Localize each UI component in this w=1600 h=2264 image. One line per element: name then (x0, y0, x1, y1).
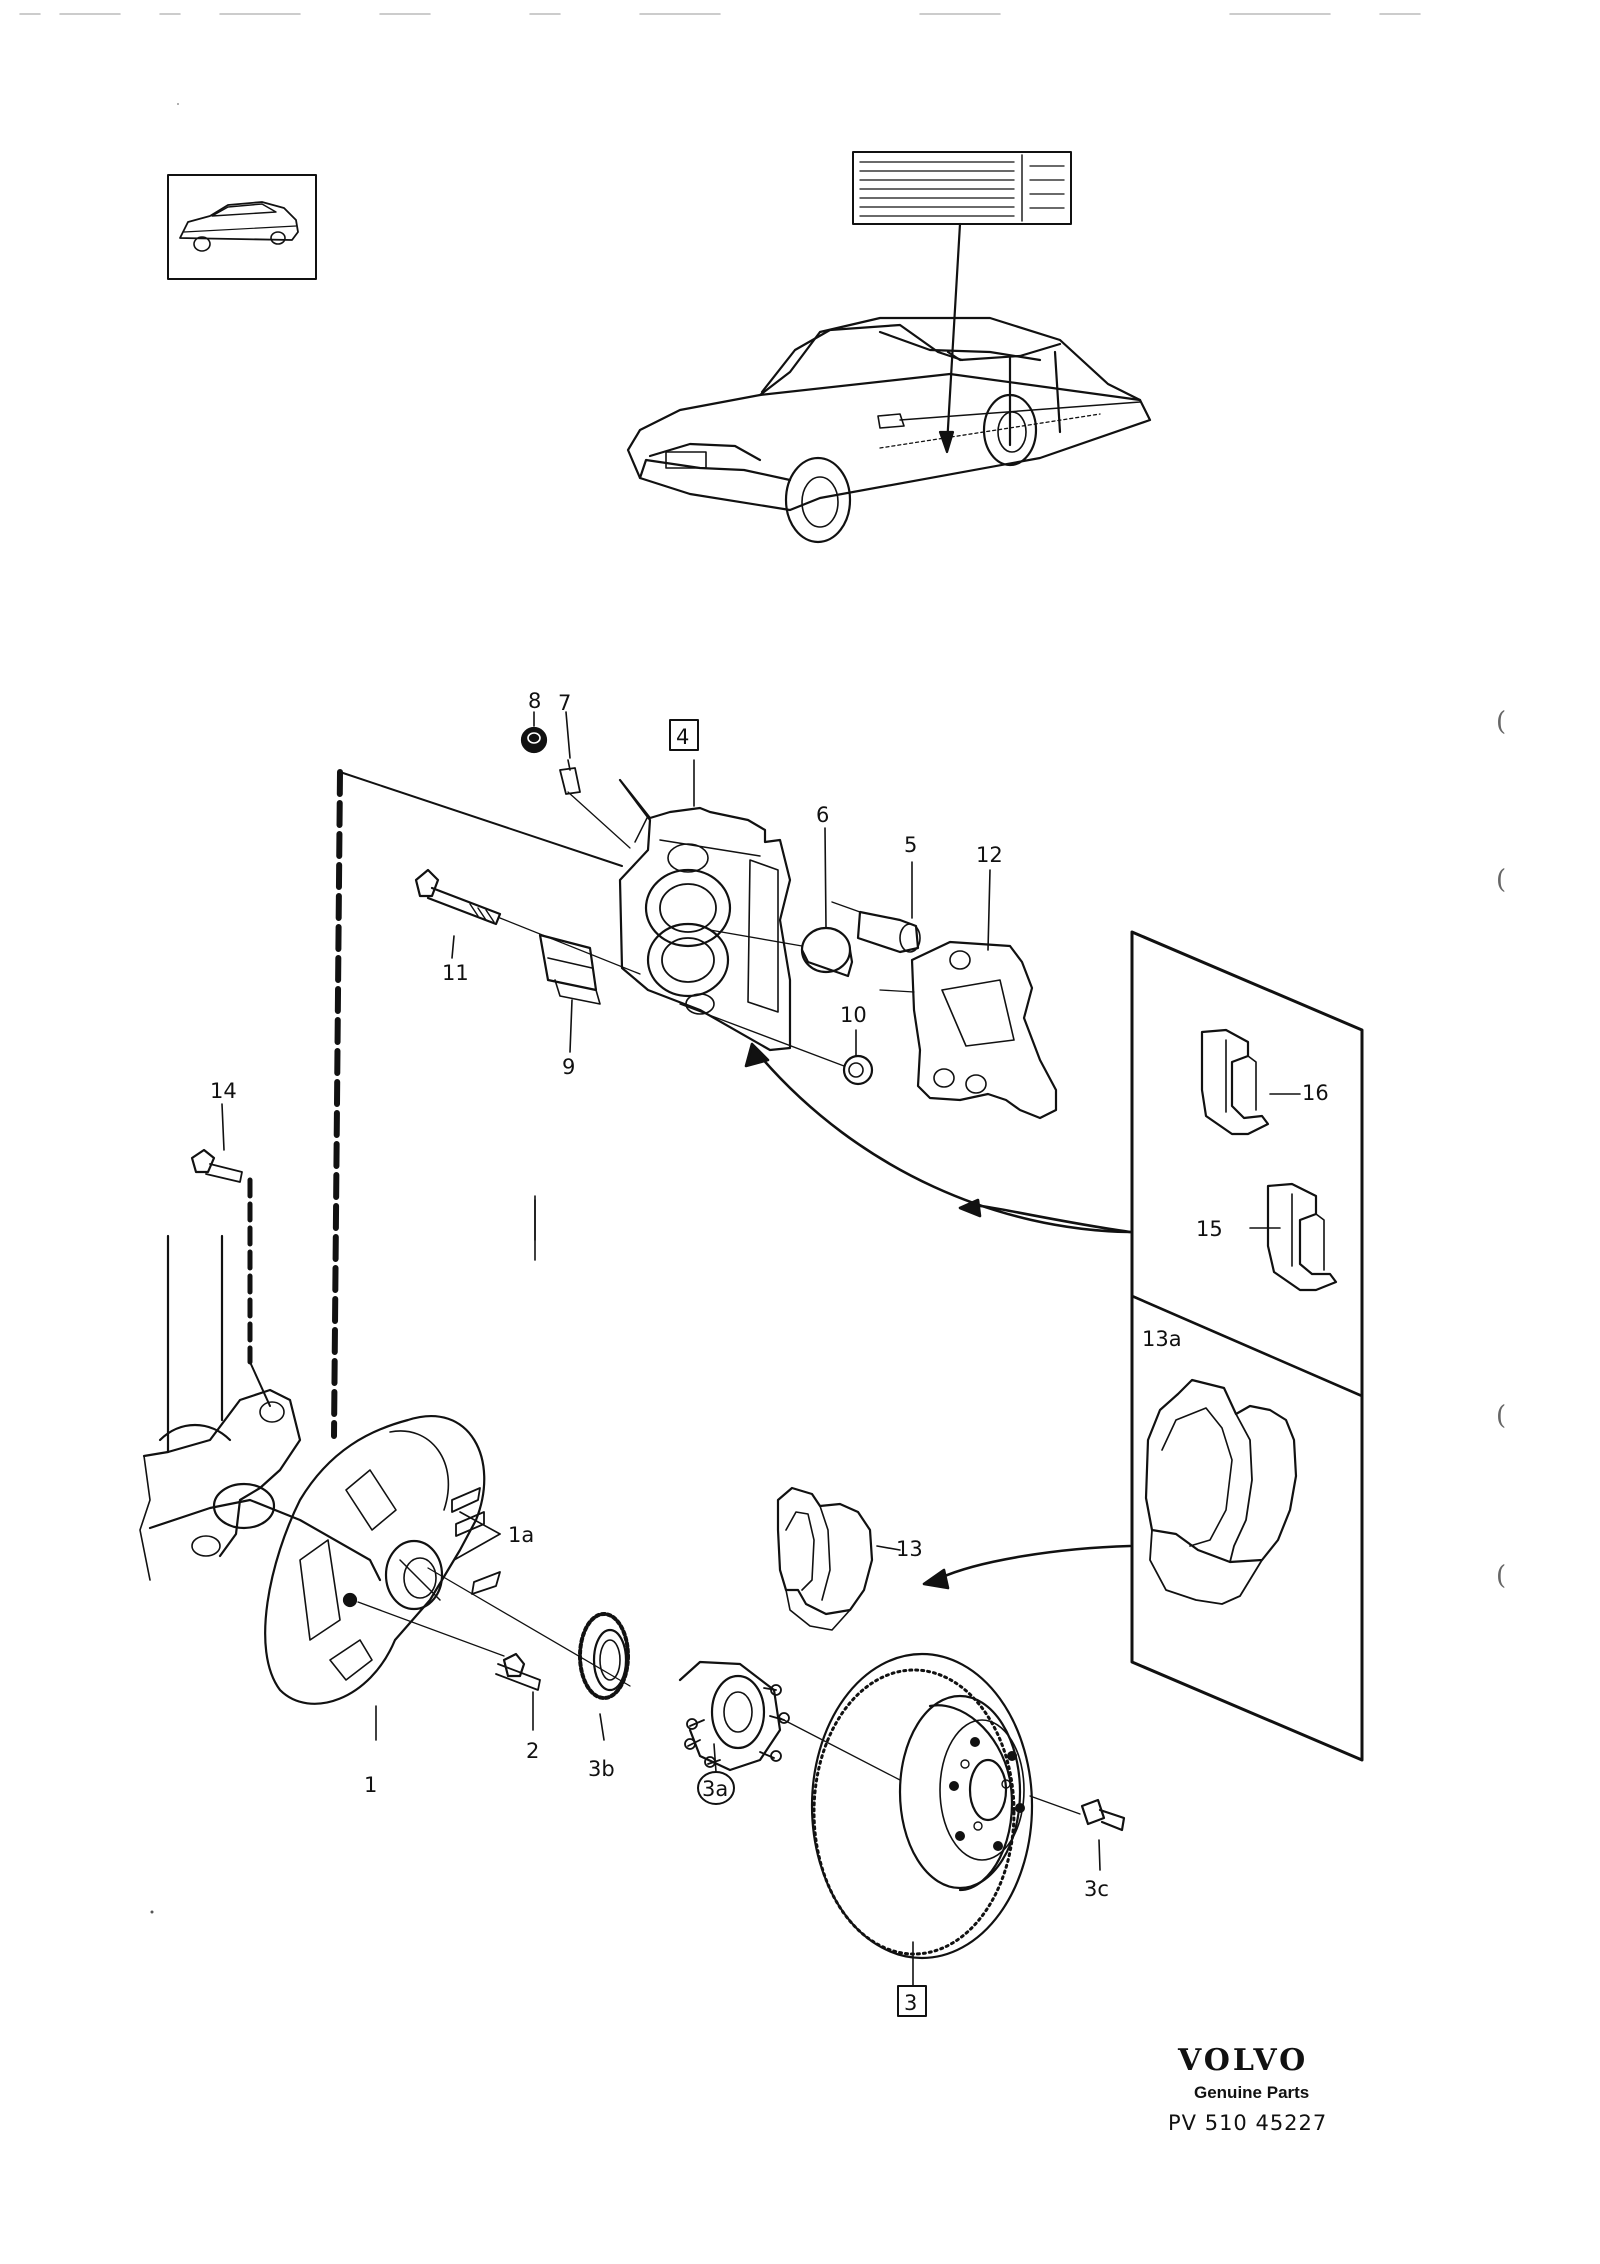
wheel-hub (678, 1660, 901, 1781)
abs-sensor-ring (578, 1612, 630, 1700)
label-16: 16 (1302, 1081, 1329, 1105)
label-11: 11 (442, 961, 469, 985)
stray-mark (177, 103, 179, 105)
part-box-4 (669, 719, 699, 751)
margin-mark: ( (1496, 1561, 1506, 1591)
label-8: 8 (528, 689, 541, 713)
brand-subtitle: Genuine Parts (1194, 2083, 1309, 2102)
label-3: 3 (904, 1991, 917, 2015)
brand-block: VOLVO Genuine Parts PV 510 45227 (1168, 2043, 1327, 2135)
label-13a: 13a (1142, 1327, 1182, 1351)
label-4: 4 (676, 725, 689, 749)
pad-retaining-clip (1200, 1028, 1270, 1136)
vin-label-plate (852, 151, 1072, 454)
part-circle-3a (697, 1771, 735, 1805)
brand-logo: VOLVO (1177, 2043, 1308, 2078)
vehicle-side-illustration (626, 316, 1152, 544)
vehicle-thumbnail (167, 174, 317, 280)
caliper-bracket (879, 940, 1058, 1120)
mounting-bolt (414, 868, 641, 975)
label-1a: 1a (508, 1523, 534, 1547)
label-3a: 3a (702, 1777, 728, 1801)
label-3c: 3c (1084, 1877, 1109, 1901)
stray-mark (150, 1910, 154, 1914)
label-13: 13 (896, 1537, 923, 1561)
label-9: 9 (562, 1055, 575, 1079)
label-10: 10 (840, 1003, 867, 1027)
label-3b: 3b (588, 1757, 615, 1781)
pad-spring-clip (1266, 1182, 1338, 1292)
part-box-3 (897, 1985, 927, 2017)
wheel-stud (1080, 1798, 1126, 1832)
margin-mark: ( (1496, 865, 1506, 895)
margin-marks: ( ( ( ( (1496, 707, 1506, 1591)
anti-rattle-spring (538, 933, 601, 1005)
margin-mark: ( (1496, 707, 1506, 737)
dashed-reference-lines (247, 769, 623, 1439)
bleeder-cap (520, 726, 548, 754)
label-2: 2 (526, 1739, 539, 1763)
brake-pad-kit-panel (1130, 930, 1364, 1762)
brake-pad-set-large (1144, 1378, 1298, 1605)
label-1: 1 (364, 1773, 377, 1797)
assembly-arrows (744, 1042, 1132, 1590)
shield-bolt (190, 1148, 243, 1183)
brake-pad-set-small (776, 1486, 874, 1631)
label-15: 15 (1196, 1217, 1223, 1241)
label-5: 5 (904, 833, 917, 857)
piston (709, 926, 854, 978)
label-12: 12 (976, 843, 1003, 867)
bushing (679, 1003, 874, 1086)
guide-pin (831, 901, 921, 954)
margin-mark: ( (1496, 1401, 1506, 1431)
splash-shield (264, 1414, 631, 1705)
part-labels: 8 7 4 6 5 12 11 9 10 16 15 14 13a 1a 13 … (210, 689, 1329, 2015)
leader-lines (221, 711, 1301, 1987)
catalog-code: PV 510 45227 (1168, 2111, 1327, 2135)
bleeder-screw (559, 759, 631, 849)
brake-disc (810, 1652, 1081, 1960)
label-14: 14 (210, 1079, 237, 1103)
brake-caliper-housing (618, 778, 792, 1052)
shield-screw (495, 1652, 541, 1691)
label-6: 6 (816, 803, 829, 827)
steering-knuckle-strut (139, 1234, 382, 1582)
label-7: 7 (558, 691, 571, 715)
